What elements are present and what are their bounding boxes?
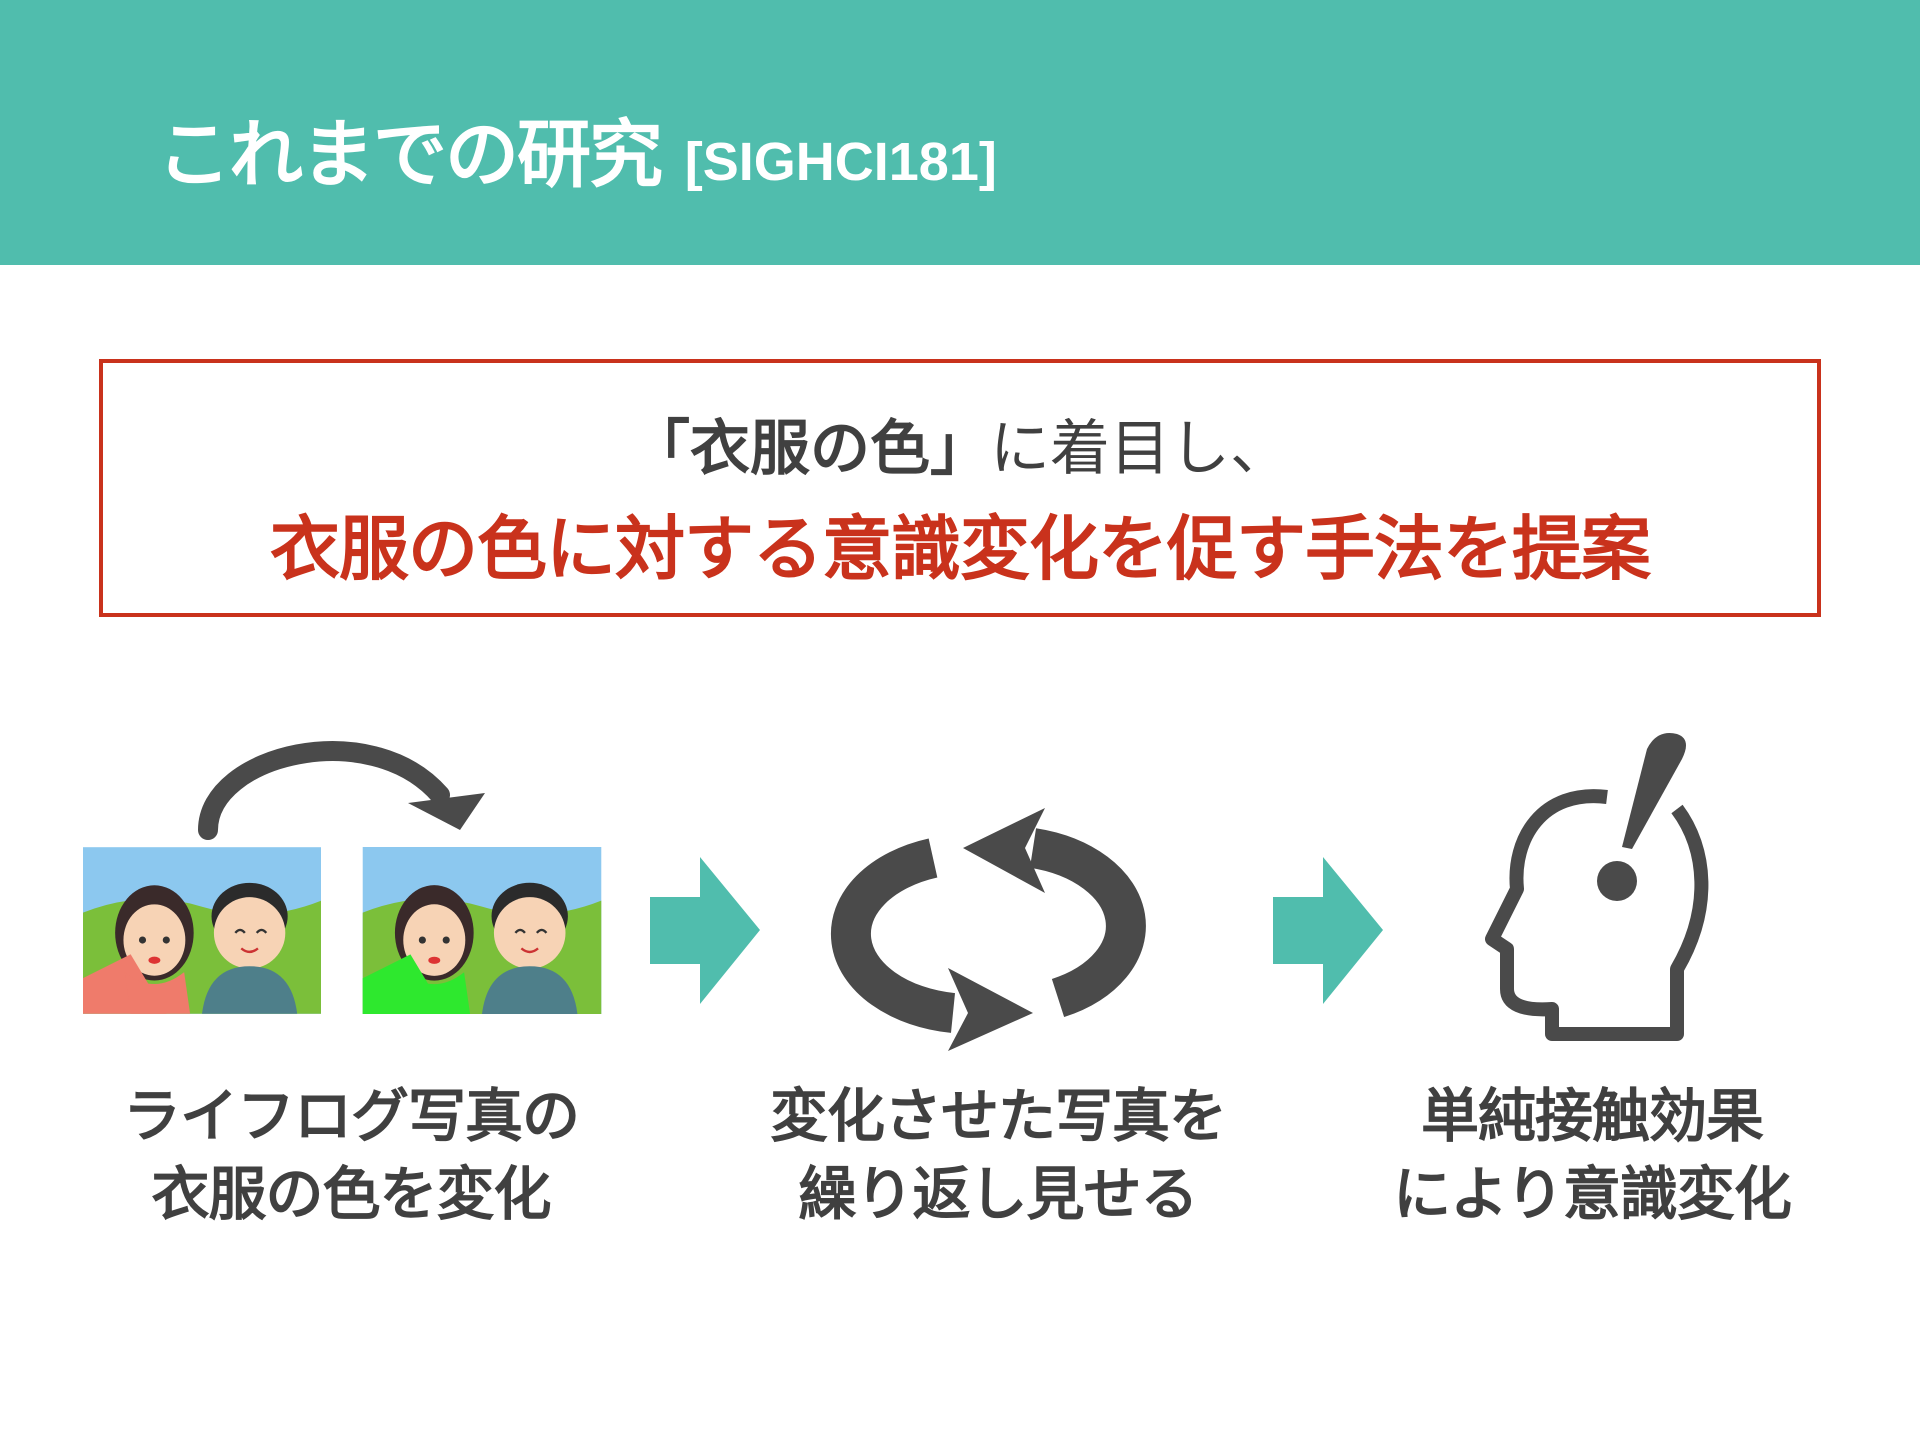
caption-line: 変化させた写真を [769, 1082, 1227, 1150]
repeat-cycle-icon [830, 808, 1146, 1051]
line1-rest: に着目し、 [990, 414, 1290, 484]
page-title: これまでの研究 [SIGHCI181] [157, 95, 997, 202]
header-bar: これまでの研究 [SIGHCI181] [0, 0, 1920, 265]
head-exclamation-icon [1485, 733, 1709, 1041]
photo-color-changed [362, 847, 602, 1014]
proposal-line2: 衣服の色に対する意識変化を促す手法を提案 [270, 508, 1651, 590]
proposal-box: 「衣服の色」に着目し、 衣服の色に対する意識変化を促す手法を提案 [99, 359, 1821, 617]
reference-tag: [SIGHCI181] [684, 132, 997, 192]
proposal-line1: 「衣服の色」に着目し、 [103, 400, 1817, 487]
title-text: これまでの研究 [157, 112, 663, 198]
curved-arrow-icon [198, 741, 485, 840]
caption-line: 繰り返し見せる [798, 1160, 1198, 1228]
step-caption-repeat: 変化させた写真を繰り返し見せる [698, 1077, 1298, 1233]
photo-original [83, 847, 321, 1014]
step-caption-effect: 単純接触効果により意識変化 [1292, 1077, 1892, 1233]
next-arrow-icon [650, 857, 760, 1004]
next-arrow-icon [1273, 857, 1383, 1004]
caption-line: 衣服の色を変化 [151, 1160, 551, 1228]
caption-line: 単純接触効果 [1420, 1082, 1764, 1150]
quoted-term: 「衣服の色」 [630, 414, 990, 484]
step-caption-photo: ライフログ写真の衣服の色を変化 [51, 1077, 651, 1233]
caption-line: により意識変化 [1393, 1160, 1792, 1228]
caption-line: ライフログ写真の [122, 1082, 580, 1150]
